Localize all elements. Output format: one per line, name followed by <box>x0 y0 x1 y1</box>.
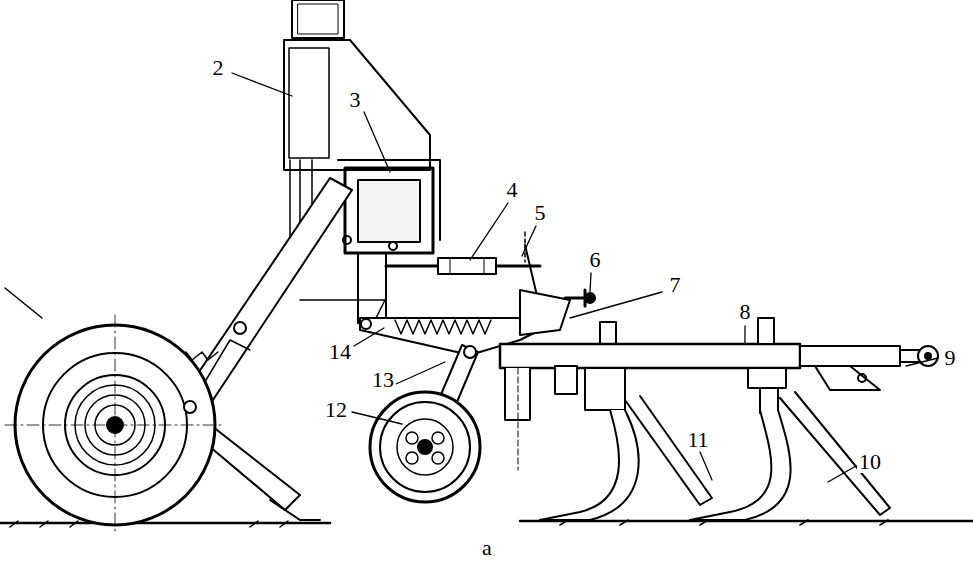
tool-beam <box>500 322 938 470</box>
callout-number: 7 <box>668 274 683 296</box>
leader-lines <box>232 73 938 482</box>
callout-number: 14 <box>327 341 353 363</box>
callout-number: 2 <box>211 57 226 79</box>
callout-number: 12 <box>323 399 349 421</box>
callout-number: 6 <box>588 249 603 271</box>
callout-number: 5 <box>533 202 548 224</box>
callout-number: 4 <box>505 179 520 201</box>
spring-tines <box>540 318 890 520</box>
press-wheel <box>370 345 480 502</box>
callout-number: 3 <box>348 89 363 111</box>
callout-number: 9 <box>943 347 958 369</box>
callout-number: 13 <box>370 369 396 391</box>
callout-number: 10 <box>857 451 883 473</box>
turnbuckle-link <box>386 232 540 300</box>
callout-number: 8 <box>738 301 753 323</box>
gauge-wheel <box>5 288 225 535</box>
frame-bracket <box>338 160 440 323</box>
callout-number: 11 <box>685 429 710 451</box>
callout-number: a <box>480 537 494 559</box>
